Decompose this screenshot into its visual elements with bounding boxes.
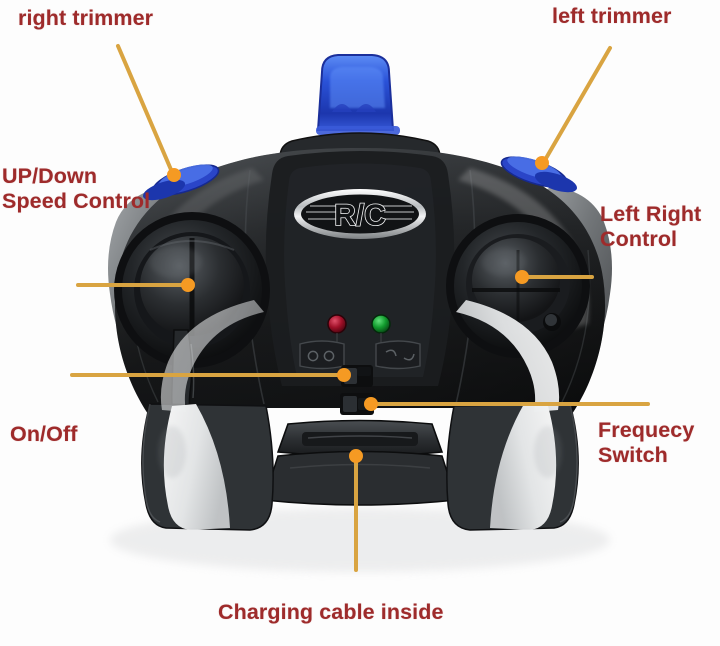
indicator-leds [327, 314, 391, 345]
antenna-light-dome [316, 54, 400, 135]
left-trimmer-knob[interactable] [498, 151, 579, 196]
status-led-green [371, 314, 391, 334]
power-led-red [327, 314, 347, 334]
label-right-trimmer: right trimmer [18, 6, 154, 30]
label-on-off: On/Off [10, 422, 78, 446]
frequency-switch[interactable] [340, 393, 374, 415]
label-charging-cable-inside: Charging cable inside [218, 600, 444, 624]
right-control-stick[interactable] [446, 214, 590, 358]
right-shoulder-gloss [456, 300, 560, 412]
right-grip [446, 403, 579, 531]
rc-badge-text: R/C [334, 199, 386, 232]
label-left-trimmer: left trimmer [552, 4, 672, 28]
on-off-switch[interactable] [341, 365, 373, 387]
battery-compartment[interactable] [263, 419, 457, 506]
label-up-down-speed-control: UP/Down Speed Control [2, 164, 151, 214]
label-frequency-switch: Frequecy Switch [598, 418, 695, 468]
left-shoulder-gloss [160, 300, 264, 412]
molded-icon-pads [299, 340, 421, 370]
rc-badge: R/C [294, 189, 426, 239]
label-left-right-control: Left Right Control [600, 202, 702, 252]
left-grip [141, 403, 274, 531]
